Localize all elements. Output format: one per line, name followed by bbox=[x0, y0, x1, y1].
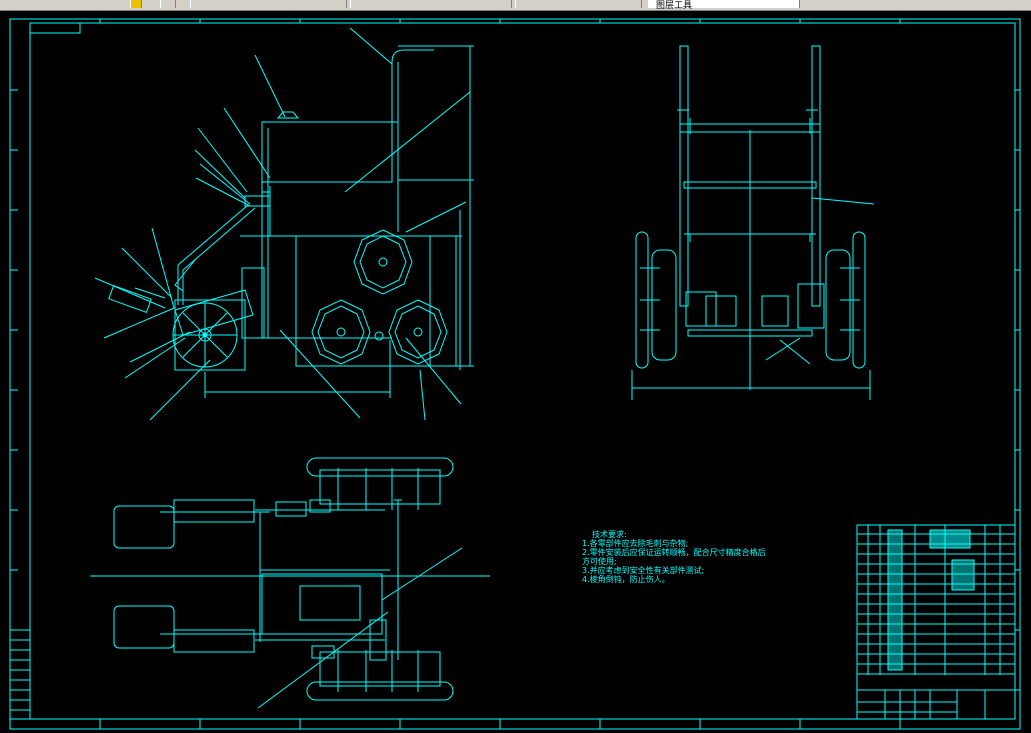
drawing-canvas[interactable] bbox=[0, 10, 1031, 733]
layer-state-icon[interactable] bbox=[160, 0, 176, 8]
tech-req-line: 3.并应考虑到安全性有关部件测试; bbox=[582, 566, 705, 575]
side-view bbox=[94, 27, 474, 421]
top-leaders bbox=[257, 547, 463, 709]
tech-req-line: 1.各零部件应去除毛刺与杂物; bbox=[582, 539, 689, 548]
tech-req-line: 方可使用; bbox=[582, 557, 617, 566]
star-wheel-right bbox=[388, 299, 448, 365]
handle-frame bbox=[261, 49, 434, 183]
front-frame bbox=[679, 45, 821, 307]
leader-lines bbox=[94, 27, 471, 421]
tech-req-line: 2.零件安装后应保证运转顺畅，配合尺寸精度合格后 bbox=[582, 548, 766, 557]
tech-req-line: 4.棱角倒钝，防止伤人。 bbox=[582, 575, 670, 584]
push-rod bbox=[177, 204, 256, 305]
plot-style-field[interactable] bbox=[648, 0, 800, 8]
binding-stamp-table bbox=[9, 629, 31, 720]
layer-field-text: 图层工具 bbox=[656, 1, 693, 11]
top-track-lower bbox=[306, 681, 454, 701]
lineweight-dropdown[interactable] bbox=[515, 0, 642, 8]
technical-requirements: 技术要求: 1.各零部件应去除毛刺与杂物; 2.零件安装后应保证运转顺畅，配合尺… bbox=[582, 530, 766, 584]
star-wheel-left bbox=[311, 299, 371, 365]
warning-icon[interactable] bbox=[130, 0, 142, 8]
dimensions bbox=[204, 45, 474, 398]
inner-frame bbox=[29, 22, 1016, 720]
top-track-upper bbox=[306, 457, 454, 477]
cad-toolbar: 图层工具 bbox=[0, 0, 1031, 11]
front-view bbox=[631, 45, 875, 400]
corner-stamp bbox=[29, 22, 81, 34]
tech-req-heading: 技术要求: bbox=[592, 530, 627, 539]
color-dropdown[interactable] bbox=[190, 0, 347, 8]
outer-frame bbox=[9, 18, 1021, 730]
top-view bbox=[90, 457, 490, 709]
front-leaders bbox=[765, 197, 875, 365]
star-wheel-top bbox=[353, 229, 413, 295]
linetype-dropdown[interactable] bbox=[350, 0, 512, 8]
title-block bbox=[856, 524, 1016, 720]
zone-marks bbox=[10, 19, 1020, 729]
